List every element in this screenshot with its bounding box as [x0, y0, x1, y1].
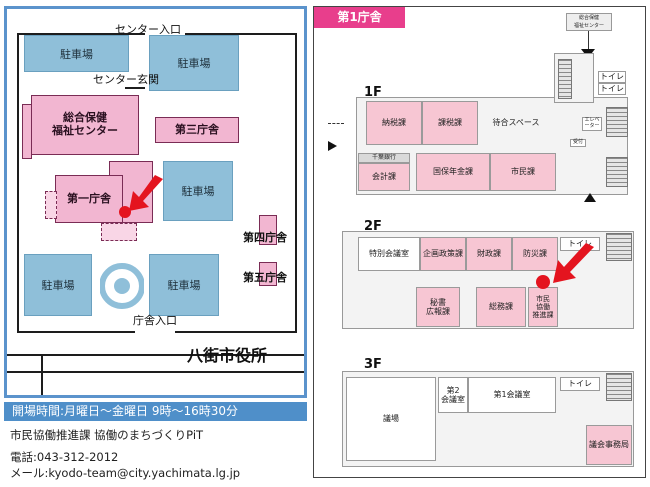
- fifth-building-block: [259, 262, 277, 286]
- parking-lot-north: 駐車場: [149, 35, 239, 91]
- floor-1-elevator: エレベーター: [582, 117, 602, 131]
- site-boundary-top-right: [185, 33, 297, 35]
- center-hall-marker: [125, 87, 145, 89]
- room-planning: 企画政策課: [420, 237, 466, 271]
- third-building: 第三庁舎: [155, 117, 239, 143]
- department-name: 市民協働推進課 協働のまちづくりPiT: [10, 428, 204, 442]
- parking-lot-south-west: 駐車場: [24, 254, 92, 316]
- room-bank: 千葉銀行: [358, 153, 410, 163]
- first-building-annex: [45, 191, 57, 219]
- floor-2-stairs: [606, 233, 632, 261]
- site-boundary-right: [295, 33, 297, 333]
- floor-1-stairs-south-east: [606, 157, 628, 187]
- site-boundary-bottom-right: [175, 331, 297, 333]
- floor-2-location-arrow-icon: [553, 243, 594, 283]
- floor-2-location-marker: [536, 275, 550, 289]
- first-building: 第一庁舎: [55, 175, 123, 223]
- fourth-building-label: 第四庁舎: [243, 231, 287, 244]
- location-arrow-icon: [129, 175, 163, 211]
- room-secretary-pr: 秘書 広報課: [416, 287, 460, 327]
- center-entrance-label: センター入口: [115, 23, 181, 36]
- building-tag: 第1庁舎: [314, 7, 405, 28]
- fourth-building-block: [259, 215, 277, 245]
- health-center-connector: [588, 31, 589, 51]
- room-taxation: 課税課: [422, 101, 478, 145]
- floor-1-reception: 受付: [570, 139, 586, 147]
- parking-lot-north-west: 駐車場: [24, 35, 129, 72]
- parking-lot-south: 駐車場: [149, 254, 219, 316]
- side-road-line: [41, 354, 43, 395]
- room-meeting-2: 第2 会議室: [438, 377, 468, 413]
- health-center-link: 総合保健 福祉センター: [566, 13, 612, 31]
- waiting-space: 待合スペース: [492, 118, 540, 128]
- first-building-porch: [101, 223, 137, 241]
- room-insurance-pension: 国保年金課: [416, 153, 490, 191]
- site-map: センター入口 駐車場 駐車場 センター玄関 総合保健 福祉センター 第三庁舎 第…: [4, 6, 307, 398]
- center-hall-label: センター玄関: [93, 73, 159, 86]
- room-assembly-hall: 議場: [346, 377, 436, 461]
- email-address[interactable]: メール:kyodo-team@city.yachimata.lg.jp: [10, 466, 241, 480]
- floor-1-stairs-east: [606, 107, 628, 137]
- entrance-path-west: [328, 123, 344, 124]
- room-assembly-office: 議会事務局: [586, 425, 632, 465]
- room-disaster: 防災課: [512, 237, 558, 271]
- room-citizen-cooperation: 市民 協働 推進課: [528, 287, 558, 327]
- site-boundary-bottom-left: [17, 331, 135, 333]
- road-bottom-line: [7, 371, 304, 373]
- road-top-line: [7, 354, 304, 356]
- room-meeting-1: 第1会議室: [468, 377, 556, 413]
- parking-lot-east: 駐車場: [163, 161, 233, 221]
- fifth-building-label: 第五庁舎: [243, 271, 287, 284]
- floor-1-toilet-b: トイレ: [598, 83, 626, 95]
- room-special-meeting: 特別会議室: [358, 237, 420, 271]
- entrance-arrow-south-icon: [584, 193, 596, 202]
- city-hall-label: 八街市役所: [187, 346, 268, 365]
- room-finance: 財政課: [466, 237, 512, 271]
- phone-number: 電話:043-312-2012: [10, 450, 119, 464]
- floor-1-label: 1F: [364, 85, 382, 100]
- room-general-affairs: 総務課: [476, 287, 526, 327]
- floor-2-label: 2F: [364, 219, 382, 234]
- location-marker: [119, 206, 131, 218]
- floor-1-stairs-north: [558, 59, 572, 99]
- room-citizens: 市民課: [490, 153, 556, 191]
- floor-3-stairs: [606, 373, 632, 401]
- floor-3-toilet: トイレ: [560, 377, 600, 391]
- site-boundary-top-left: [17, 33, 145, 35]
- health-center-building: 総合保健 福祉センター: [31, 95, 139, 155]
- room-tax-payment: 納税課: [366, 101, 422, 145]
- floor-plan-panel: 第1庁舎 総合保健 福祉センター 1F 納税課 課税課 待合スペース 千葉銀行 …: [313, 6, 646, 478]
- floor-3-label: 3F: [364, 357, 382, 372]
- room-accounting: 会計課: [358, 163, 410, 191]
- roundabout-icon: [100, 263, 144, 309]
- floor-1-toilet-a: トイレ: [598, 71, 626, 83]
- entrance-arrow-west-icon: [328, 141, 337, 151]
- health-center-wing: [22, 104, 32, 159]
- site-boundary-left: [17, 33, 19, 333]
- opening-hours: 開場時間:月曜日～金曜日 9時～16時30分: [4, 402, 307, 421]
- building-entrance-label: 庁舎入口: [133, 314, 177, 327]
